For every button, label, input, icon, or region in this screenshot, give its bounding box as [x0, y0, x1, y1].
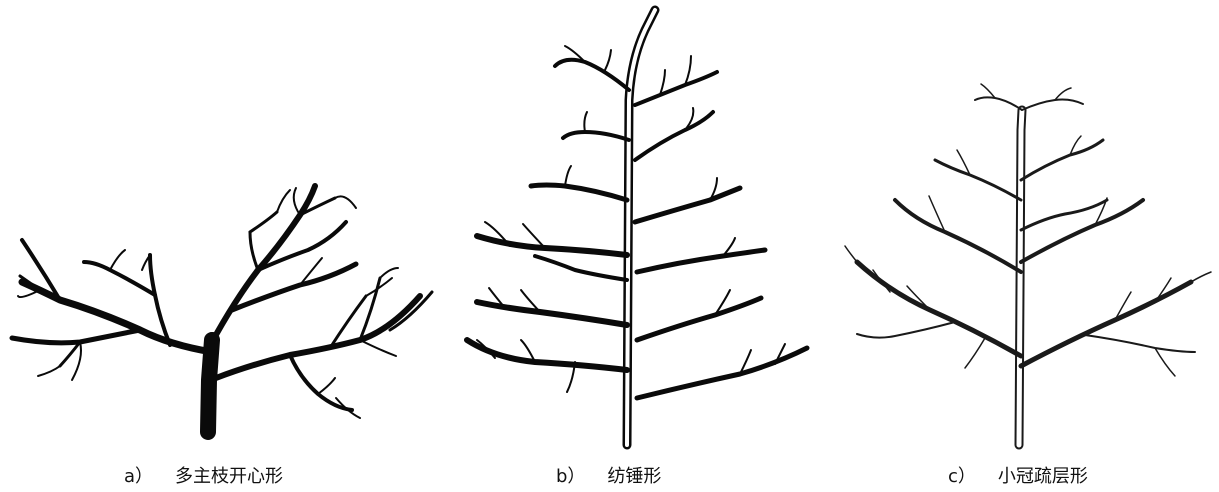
caption-a: a） 多主枝开心形: [124, 462, 283, 488]
tree-illustration-sparse-layered: [835, 0, 1219, 450]
caption-label: 小冠疏层形: [998, 466, 1088, 487]
caption-letter: b）: [556, 466, 585, 487]
caption-letter: a）: [124, 466, 153, 487]
tree-illustration-spindle: [455, 0, 815, 450]
caption-c: c） 小冠疏层形: [948, 462, 1088, 488]
caption-label: 多主枝开心形: [175, 466, 283, 487]
caption-letter: c）: [948, 466, 976, 487]
caption-label: 纺锤形: [607, 466, 661, 487]
tree-illustration-open-center: [0, 0, 440, 450]
caption-b: b） 纺锤形: [556, 462, 661, 488]
